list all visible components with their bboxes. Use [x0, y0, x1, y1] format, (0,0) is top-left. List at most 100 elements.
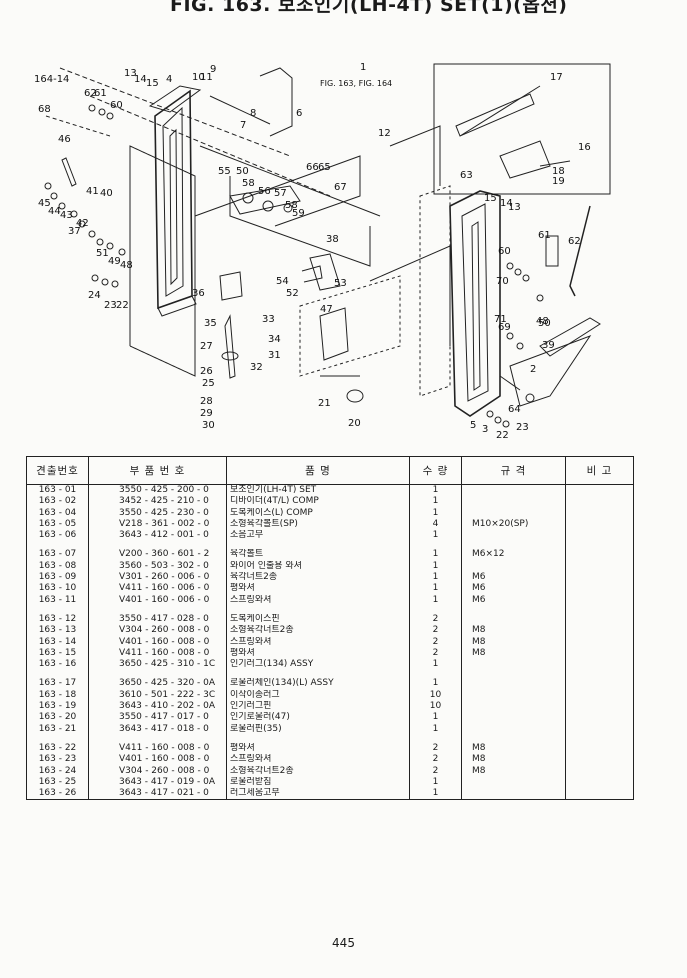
- callout-label: 43: [60, 210, 73, 221]
- header-note: 비 고: [565, 456, 634, 485]
- callout-label: 42: [76, 218, 89, 229]
- cell-note: [565, 712, 634, 724]
- cell-qty: 1: [409, 659, 462, 671]
- cell-qty: 1: [409, 776, 462, 789]
- cell-spec: M10×20(SP): [461, 518, 566, 531]
- callout-label: 56: [258, 186, 271, 197]
- callout-label: 22: [496, 430, 509, 441]
- callout-label: 50: [236, 166, 249, 177]
- cell-name: 평와셔: [226, 583, 410, 595]
- cell-qty: 1: [409, 560, 462, 573]
- cell-qty: 2: [409, 636, 462, 648]
- spacer-cell: [26, 541, 89, 550]
- header-quantity: 수 량: [409, 456, 462, 485]
- header-spec: 규 격: [461, 456, 566, 485]
- row-spacer: [26, 670, 634, 679]
- cell-spec: [461, 689, 566, 702]
- callout-label: 24: [88, 290, 101, 301]
- callout-label: 30: [202, 420, 215, 431]
- callout-label: 33: [262, 314, 275, 325]
- cell-qty: 2: [409, 765, 462, 777]
- callout-label: 1: [360, 62, 366, 73]
- cell-no: 163 - 16: [26, 659, 89, 671]
- cell-part: V411 - 160 - 008 - 0: [88, 647, 227, 660]
- callout-label: 55: [218, 166, 231, 177]
- cell-part: 3650 - 425 - 310 - 1C: [88, 659, 227, 671]
- fig-reference: FIG. 163, FIG. 164: [320, 79, 392, 88]
- cell-no: 163 - 04: [26, 507, 89, 519]
- cell-spec: M6×12: [461, 549, 566, 561]
- cell-part: 3560 - 503 - 302 - 0: [88, 560, 227, 573]
- cell-name: 스프링와셔: [226, 594, 410, 606]
- cell-part: 3610 - 501 - 222 - 3C: [88, 689, 227, 702]
- cell-spec: [461, 507, 566, 519]
- cell-note: [565, 530, 634, 542]
- cell-spec: M8: [461, 625, 566, 637]
- callout-label: 67: [334, 182, 347, 193]
- cell-spec: [461, 712, 566, 724]
- callout-label: 61: [538, 230, 551, 241]
- spacer-cell: [565, 605, 634, 614]
- cell-note: [565, 742, 634, 755]
- cell-qty: 4: [409, 518, 462, 531]
- cell-part: V401 - 160 - 006 - 0: [88, 594, 227, 606]
- spacer-cell: [26, 605, 89, 614]
- header-part-name: 품 명: [226, 456, 410, 485]
- callout-label: 61: [94, 88, 107, 99]
- cell-part: 3643 - 417 - 018 - 0: [88, 723, 227, 735]
- cell-note: [565, 788, 634, 801]
- cell-qty: 10: [409, 689, 462, 702]
- cell-spec: [461, 678, 566, 690]
- cell-name: 와이어 인출용 와셔: [226, 560, 410, 573]
- cell-note: [565, 507, 634, 519]
- cell-no: 163 - 20: [26, 712, 89, 724]
- spacer-cell: [565, 670, 634, 679]
- cell-note: [565, 659, 634, 671]
- cell-name: 소형육각너트2종: [226, 625, 410, 637]
- cell-note: [565, 594, 634, 606]
- callout-label: 64: [508, 404, 521, 415]
- cell-part: V411 - 160 - 006 - 0: [88, 583, 227, 595]
- cell-no: 163 - 13: [26, 625, 89, 637]
- cell-part: 3643 - 417 - 021 - 0: [88, 788, 227, 801]
- callout-label: 6: [296, 108, 302, 119]
- callout-label: 46: [58, 134, 71, 145]
- callout-label: 12: [378, 128, 391, 139]
- spacer-cell: [565, 541, 634, 550]
- cell-qty: 2: [409, 742, 462, 755]
- cell-name: 소형육각볼트(SP): [226, 518, 410, 531]
- cell-spec: [461, 776, 566, 789]
- spacer-cell: [88, 734, 227, 743]
- spacer-cell: [26, 670, 89, 679]
- cell-qty: 1: [409, 712, 462, 724]
- cell-note: [565, 625, 634, 637]
- cell-name: 소음고무: [226, 530, 410, 542]
- callout-label: 5: [470, 420, 476, 431]
- cell-name: 인기로울러(47): [226, 712, 410, 724]
- spacer-cell: [226, 670, 410, 679]
- cell-part: V411 - 160 - 008 - 0: [88, 742, 227, 755]
- cell-part: 3643 - 410 - 202 - 0A: [88, 701, 227, 713]
- callout-label: 60: [110, 100, 123, 111]
- cell-spec: M8: [461, 647, 566, 660]
- cell-note: [565, 776, 634, 789]
- callout-label: 32: [250, 362, 263, 373]
- callout-label: 48: [536, 316, 549, 327]
- cell-note: [565, 636, 634, 648]
- cell-no: 163 - 25: [26, 776, 89, 789]
- callout-label: 28: [200, 396, 213, 407]
- callout-label: 29: [200, 408, 213, 419]
- callout-label: 54: [276, 276, 289, 287]
